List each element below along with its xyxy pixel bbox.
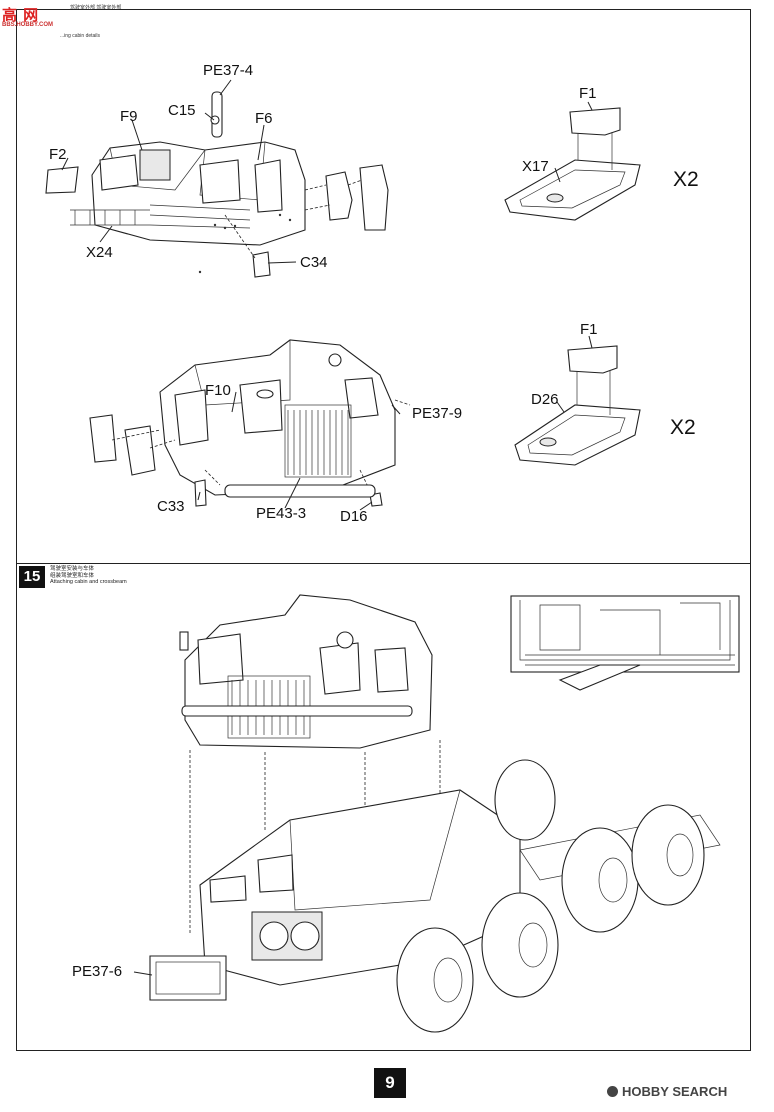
label-x24: X24 [86,244,113,261]
label-x17: X17 [522,158,549,175]
step-title-cn-1: 驾驶室安装与车体 [50,566,95,572]
label-f10: F10 [205,382,231,399]
watermark: HOBBY SEARCH [607,1084,727,1099]
watermark-text: HOBBY SEARCH [622,1084,728,1099]
detail-inset [510,595,740,691]
label-c15: C15 [168,102,196,119]
label-f1-top: F1 [579,85,597,102]
step-divider [16,563,751,564]
label-f1-mid: F1 [580,321,598,338]
step-title-en: Attaching cabin and crossbeam [50,579,127,585]
page-frame [16,9,751,1051]
step-number-badge: 15 [19,566,45,588]
seat-x17-drawing [504,107,641,221]
label-c33: C33 [157,498,185,515]
hobbysearch-logo-icon [607,1086,618,1097]
step-title: 驾驶室安装与车体 组装驾驶室和车体 Attaching cabin and cr… [50,566,127,586]
wheel-set [396,759,705,1033]
step-title-cn-2: 组装驾驶室和车体 [50,572,95,579]
label-pe43-3: PE43-3 [256,505,307,522]
label-pe37-4: PE37-4 [203,62,254,79]
page-number: 9 [374,1068,406,1098]
label-d26: D26 [531,391,559,408]
logo-site: BBS.HOBBY.COM [2,22,54,28]
cab-drawing-front [89,339,411,507]
label-f2: F2 [49,146,67,163]
label-d16: D16 [340,508,368,525]
label-x2-mid: X2 [670,416,696,439]
seat-d26-drawing [514,345,641,466]
logo-cn: 驾驶室外部 驾驶室外部 [70,5,122,11]
label-pe37-9: PE37-9 [412,405,463,422]
label-f6: F6 [255,110,273,127]
label-f9: F9 [120,108,138,125]
chassis-drawing [149,740,721,1033]
cab-drawing-rear [45,91,389,278]
label-c34: C34 [300,254,328,271]
logo-text: 高 网 [2,7,40,24]
site-logo: 高 网 驾驶室外部 驾驶室外部 BBS.HOBBY.COM ...ing cab… [2,4,121,39]
cab-assembled-drawing [179,594,433,749]
leader-lines [61,79,593,976]
label-pe37-6: PE37-6 [72,963,123,980]
label-x2-top: X2 [673,168,699,191]
step14-subtitle: ...ing cabin details [60,33,101,39]
